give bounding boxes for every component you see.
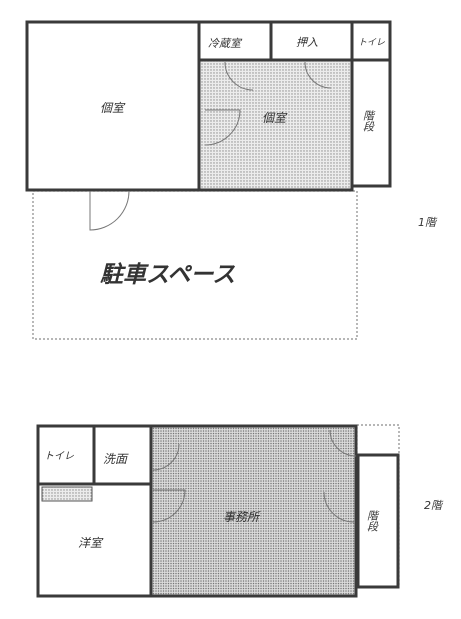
main-room-label: 個室	[262, 111, 288, 125]
door-swing	[329, 429, 357, 457]
stairs-1f	[350, 58, 392, 188]
storage-room-label: 冷蔵室	[208, 37, 243, 50]
main-room-1f	[199, 60, 352, 190]
door-swing	[204, 109, 241, 146]
toilet-2f-label: トイレ	[44, 451, 74, 462]
floor-2: トイレ 洗面 洋室 事務所 階段 2階	[36, 424, 444, 598]
bedroom-left-label: 個室	[100, 101, 126, 115]
office-2f-label: 事務所	[223, 510, 261, 524]
stairs-2f	[356, 453, 400, 589]
floor-2-level-label: 2階	[424, 499, 444, 512]
stairs-label: 階段	[361, 110, 375, 132]
washroom-2f-label: 洗面	[103, 452, 129, 466]
western-room-2f-label: 洋室	[78, 536, 104, 550]
door-swing	[304, 61, 332, 89]
bedroom-left-1f	[25, 20, 201, 192]
toilet-label: トイレ	[358, 37, 385, 48]
parking-label: 駐車スペース	[100, 262, 235, 288]
door-swing	[323, 491, 355, 523]
door-swing	[152, 489, 186, 523]
floor-1: 個室 冷蔵室 押入 トイレ 個室 階段 駐車スペース 1階	[25, 20, 438, 340]
door-swing	[89, 190, 130, 231]
stairs-2f-label: 階段	[365, 510, 379, 532]
office-2f	[151, 426, 356, 596]
parking-space	[32, 190, 358, 340]
door-swing	[152, 443, 180, 471]
washroom-2f	[92, 424, 153, 486]
floor-1-level-label: 1階	[418, 216, 438, 229]
cupboard-2f	[41, 486, 93, 502]
door-swing	[224, 61, 254, 91]
closet-label: 押入	[296, 36, 318, 49]
western-room-2f	[36, 482, 153, 598]
